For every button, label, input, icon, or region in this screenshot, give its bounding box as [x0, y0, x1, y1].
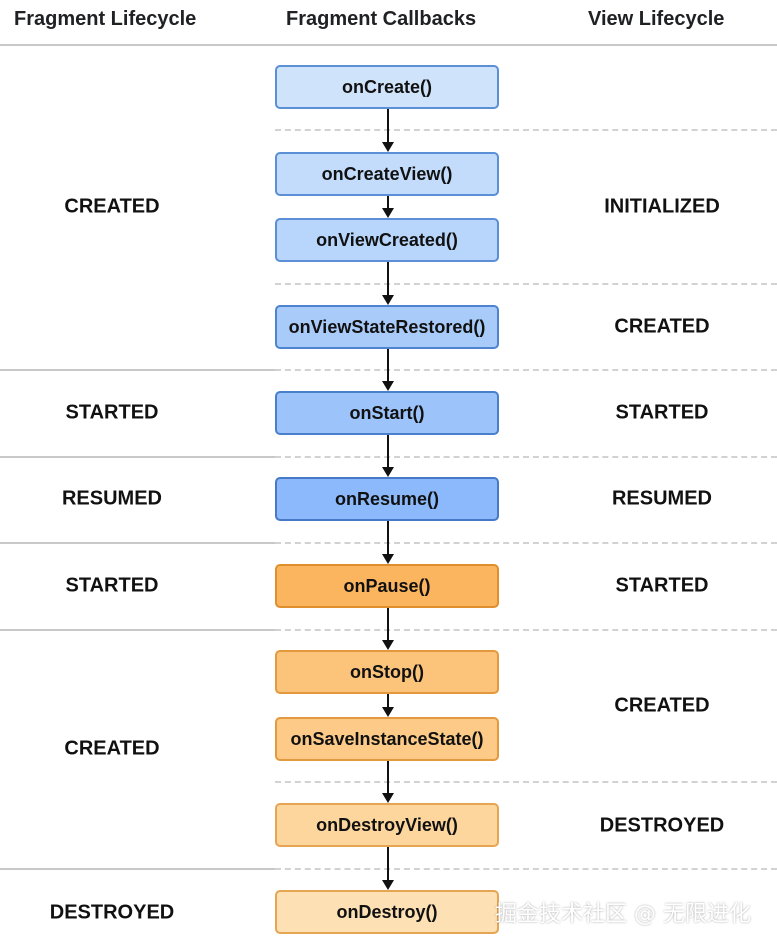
fragment-state-created: CREATED — [64, 737, 160, 760]
callback-on-destroy: onDestroy() — [275, 890, 499, 934]
callback-on-destroy-view: onDestroyView() — [275, 803, 499, 847]
fragment-state-divider — [0, 868, 275, 870]
fragment-state-divider — [0, 542, 275, 544]
view-state-divider — [275, 868, 777, 870]
view-state-started: STARTED — [615, 401, 709, 424]
fragment-state-created: CREATED — [64, 195, 160, 218]
view-state-resumed: RESUMED — [611, 487, 713, 510]
flow-arrow — [382, 349, 394, 391]
flow-arrow — [382, 521, 394, 564]
callback-on-resume: onResume() — [275, 477, 499, 521]
flow-arrow — [382, 608, 394, 650]
callback-on-create: onCreate() — [275, 65, 499, 109]
watermark: 掘金技术社区 @ 无限进化 — [495, 902, 751, 927]
flow-arrow — [382, 847, 394, 890]
view-state-divider — [275, 629, 777, 631]
flow-arrow — [382, 109, 394, 152]
fragment-state-started: STARTED — [65, 401, 159, 424]
fragment-state-divider — [0, 456, 275, 458]
view-state-initialized: INITIALIZED — [604, 195, 720, 218]
callback-on-view-state-restored: onViewStateRestored() — [275, 305, 499, 349]
fragment-state-divider — [0, 629, 275, 631]
callback-on-stop: onStop() — [275, 650, 499, 694]
flow-arrow — [382, 435, 394, 477]
callback-on-pause: onPause() — [275, 564, 499, 608]
view-lifecycle-header: View Lifecycle — [588, 8, 725, 30]
fragment-state-destroyed: DESTROYED — [49, 901, 175, 924]
callback-divider — [275, 283, 777, 285]
callback-divider — [275, 781, 777, 783]
view-state-divider — [275, 542, 777, 544]
view-state-divider — [275, 456, 777, 458]
callback-on-save-instance-state: onSaveInstanceState() — [275, 717, 499, 761]
flow-arrow — [382, 196, 394, 218]
fragment-lifecycle-header: Fragment Lifecycle — [14, 8, 197, 30]
fragment-state-started: STARTED — [65, 574, 159, 597]
view-state-destroyed: DESTROYED — [599, 814, 725, 837]
header-divider — [0, 44, 777, 46]
fragment-callbacks-header: Fragment Callbacks — [286, 8, 477, 30]
view-state-divider — [275, 369, 777, 371]
flow-arrow — [382, 694, 394, 717]
callback-on-create-view: onCreateView() — [275, 152, 499, 196]
flow-arrow — [382, 262, 394, 305]
callback-divider — [275, 129, 777, 131]
flow-arrow — [382, 761, 394, 803]
view-state-started: STARTED — [615, 574, 709, 597]
view-state-created: CREATED — [614, 315, 710, 338]
view-state-created: CREATED — [614, 694, 710, 717]
callback-on-view-created: onViewCreated() — [275, 218, 499, 262]
fragment-state-resumed: RESUMED — [61, 487, 163, 510]
callback-on-start: onStart() — [275, 391, 499, 435]
fragment-state-divider — [0, 369, 275, 371]
